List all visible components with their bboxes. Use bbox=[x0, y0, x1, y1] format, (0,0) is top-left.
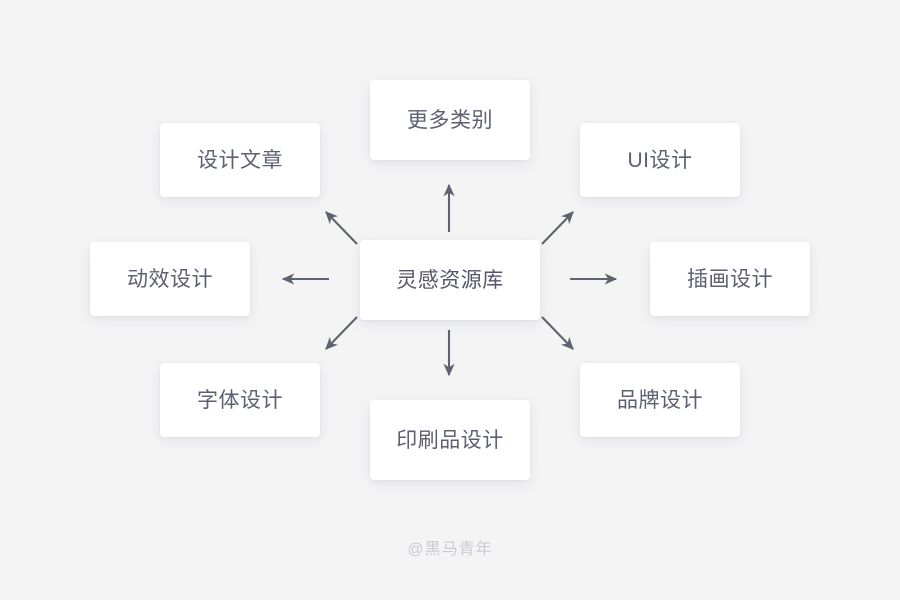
node-design-articles[interactable]: 设计文章 bbox=[160, 123, 320, 197]
node-print-design[interactable]: 印刷品设计 bbox=[370, 400, 530, 480]
node-label: 更多类别 bbox=[407, 108, 493, 132]
node-brand-design[interactable]: 品牌设计 bbox=[580, 363, 740, 437]
arrow-up-right bbox=[541, 211, 574, 245]
node-more-categories[interactable]: 更多类别 bbox=[370, 80, 530, 160]
node-label: 字体设计 bbox=[197, 388, 283, 412]
node-font-design[interactable]: 字体设计 bbox=[160, 363, 320, 437]
watermark: @黑马青年 bbox=[407, 541, 493, 558]
node-label: 设计文章 bbox=[197, 148, 283, 172]
arrow-up-left bbox=[325, 211, 358, 245]
node-illustration-design[interactable]: 插画设计 bbox=[650, 242, 810, 316]
center-node-label: 灵感资源库 bbox=[396, 268, 504, 292]
node-label: 插画设计 bbox=[687, 267, 773, 291]
arrow-down-right bbox=[541, 316, 574, 350]
node-label: 品牌设计 bbox=[617, 388, 703, 412]
node-ui-design[interactable]: UI设计 bbox=[580, 123, 740, 197]
node-label: 印刷品设计 bbox=[396, 428, 504, 452]
node-motion-design[interactable]: 动效设计 bbox=[90, 242, 250, 316]
node-label: 动效设计 bbox=[127, 267, 213, 291]
arrow-down-left bbox=[325, 316, 358, 350]
node-center-inspiration-library[interactable]: 灵感资源库 bbox=[360, 240, 540, 320]
node-label: UI设计 bbox=[627, 148, 693, 172]
